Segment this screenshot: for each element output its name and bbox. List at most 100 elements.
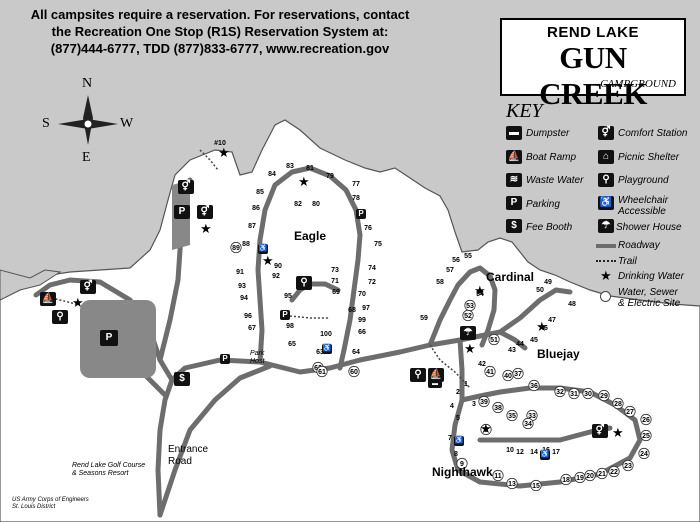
campsite-number: 70 [358, 291, 366, 298]
key-dumpster: Dumpster [526, 128, 570, 139]
campsite-number: 79 [326, 173, 334, 180]
campsite-number: 48 [568, 301, 576, 308]
wheelchair-nighthawk-icon: ♿ [454, 436, 464, 446]
eagle-access [255, 165, 363, 371]
compass-center [83, 119, 93, 129]
drinking-water-nighthawk2-icon: ★ [612, 425, 624, 440]
campsite-number: 98 [286, 323, 294, 330]
campsite-number: 83 [286, 163, 294, 170]
campsite-number: 35 [508, 413, 516, 420]
site-circle [456, 457, 468, 470]
fee-booth-map-icon: $ [174, 372, 190, 386]
key-title: KEY [506, 100, 543, 122]
key-boat-ramp: Boat Ramp [526, 152, 577, 163]
park-host-2: Host [250, 358, 265, 365]
campsite-number: 7 [448, 435, 452, 442]
campsite-number: 76 [364, 225, 372, 232]
campsite-number: 78 [352, 195, 360, 202]
campsite-number: 13 [508, 481, 516, 488]
campsite-number: 10 [506, 447, 514, 454]
trail-icon [596, 260, 616, 262]
drinking-water-icon: ★ [600, 268, 612, 283]
site-circle [584, 469, 596, 482]
drinking-water-cardinal2-icon: ★ [474, 283, 486, 298]
campsite-number: 61 [318, 369, 326, 376]
notice-line-3: (877)444-6777, TDD (877)833-6777, www.re… [50, 41, 390, 56]
campsite-number: 90 [274, 263, 282, 270]
area-eagle: Eagle [294, 229, 327, 243]
park-host-1: Park [250, 350, 265, 357]
site-circle [560, 473, 572, 486]
campsite-number: 50 [536, 287, 544, 294]
campsite-number: 89 [232, 245, 240, 252]
lakeshore-detail [0, 269, 62, 301]
trails [39, 149, 471, 389]
compass-west-label: W [120, 116, 134, 131]
campsite-number: 47 [548, 317, 556, 324]
compass-north: N [82, 76, 93, 91]
playground-east-icon: ⚲ [410, 368, 426, 382]
campsite-number: 80 [312, 201, 320, 208]
dumpster-icon: ▬ [506, 126, 522, 140]
drinking-water-shore-icon: ★ [72, 295, 84, 310]
campsite-number: 77 [352, 181, 360, 188]
campsite-number: 19 [576, 475, 584, 482]
waste-water-icon: ≋ [506, 173, 522, 187]
campsite-number: 2 [456, 389, 460, 396]
campsite-number: 30 [584, 391, 592, 398]
golf-course-label: Rend Lake Golf Course& Seasons Resort [72, 462, 145, 478]
campsite-number: 21 [598, 471, 606, 478]
drinking-water-bluejay-icon: ★ [536, 319, 548, 334]
campsite-number: 36 [530, 383, 538, 390]
campsite-number: 38 [494, 405, 502, 412]
campsite-number: 12 [516, 449, 524, 456]
campsite-number: 15 [532, 483, 540, 490]
campsite-number: 46 [540, 325, 548, 332]
parking-icon: P [506, 196, 522, 210]
site-circle [512, 367, 524, 380]
campsite-number: #10 [214, 140, 226, 147]
west-loop [33, 277, 175, 383]
bluejay-road [497, 287, 573, 335]
campsite-number: 44 [516, 341, 524, 348]
wheelchair-icon: ♿ [598, 196, 614, 210]
restroom-nighthawk-icon: ⚥ [592, 424, 608, 438]
campsite-number: 8 [454, 451, 458, 458]
area-bluejay: Bluejay [537, 347, 580, 361]
playground-icon: ⚲ [598, 173, 614, 187]
site-circle [484, 365, 496, 378]
drinking-water-cardinal-icon: ★ [464, 341, 476, 356]
fee-booth-icon: $ [506, 219, 522, 233]
campsite-number: 84 [268, 171, 276, 178]
key-shower-house: Shower House [616, 222, 682, 233]
entrance-road [157, 363, 273, 518]
key-wheelchair-2: Accessible [618, 206, 666, 217]
key-trail: Trail [618, 256, 637, 267]
campsite-number: 82 [294, 201, 302, 208]
key-waste-water: Waste Water [526, 175, 584, 186]
restroom-north-icon: ⚥ [178, 180, 194, 194]
boat-ramp-map-icon: ⛵ [40, 292, 56, 306]
compass-east-label: E [82, 150, 91, 165]
campsite-number: 43 [508, 347, 516, 354]
site-circle [612, 397, 624, 410]
site-circle [478, 395, 490, 408]
site-circle [528, 379, 540, 392]
brand-name: GUN CREEK [539, 40, 647, 111]
campsite-number: 67 [248, 325, 256, 332]
playground-eagle-icon: ⚲ [296, 276, 312, 290]
campsite-number: 31 [570, 391, 578, 398]
campsite-number: 64 [352, 349, 360, 356]
drinking-water-nighthawk-icon: ★ [480, 421, 492, 436]
key-roadway: Roadway [618, 240, 660, 251]
campsite-number: 24 [640, 451, 648, 458]
park-host-parking-icon: P [220, 354, 230, 364]
key-water-sewer-2: & Electric Site [618, 298, 681, 309]
corps-line-2: St. Louis District [12, 504, 56, 510]
site-circle [640, 429, 652, 442]
